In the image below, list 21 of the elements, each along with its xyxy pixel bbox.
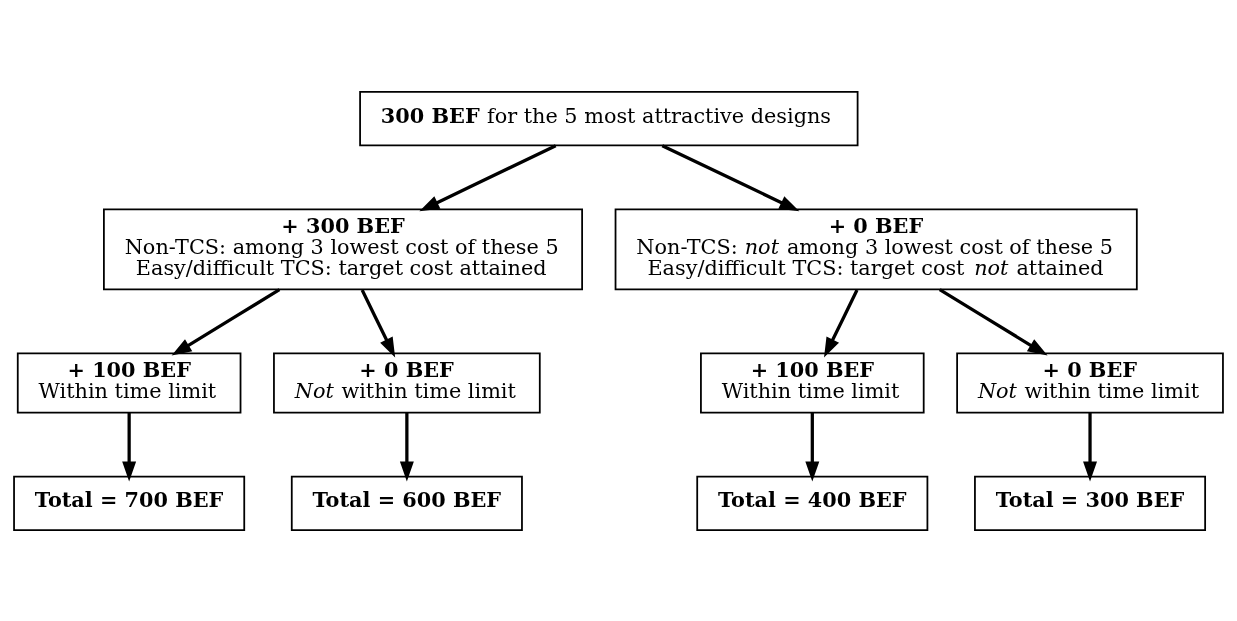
arrow	[360, 288, 396, 358]
arrow	[419, 143, 557, 211]
node-box: Total = 700 BEF	[13, 475, 246, 531]
node-box: Total = 400 BEF	[696, 475, 929, 531]
node-box: + 0 BEF Not within time limit	[956, 351, 1224, 414]
node-box: + 0 BEF Not within time limit	[273, 351, 541, 414]
arrow	[1083, 412, 1097, 481]
arrow	[824, 288, 859, 358]
arrow	[122, 412, 137, 481]
arrow	[805, 412, 820, 481]
node-box: Total = 600 BEF	[290, 475, 523, 531]
node-box: + 0 BEF Non-TCS: not among 3 lowest cost of these 5 Easy/difficult TCS: target cost not attained	[614, 207, 1138, 290]
node-box: Total = 300 BEF	[974, 475, 1207, 531]
arrow	[171, 287, 281, 356]
node-box: + 100 BEF Within time limit	[700, 351, 925, 414]
arrow	[399, 412, 414, 481]
node-box: + 100 BEF Within time limit	[16, 351, 242, 414]
arrow	[661, 143, 800, 211]
node-box: + 300 BEF Non-TCS: among 3 lowest cost of these 5 Easy/difficult TCS: target cost attained	[103, 207, 583, 290]
node-box: 300 BEF for the 5 most attractive designs	[359, 90, 859, 146]
arrow	[938, 287, 1048, 356]
